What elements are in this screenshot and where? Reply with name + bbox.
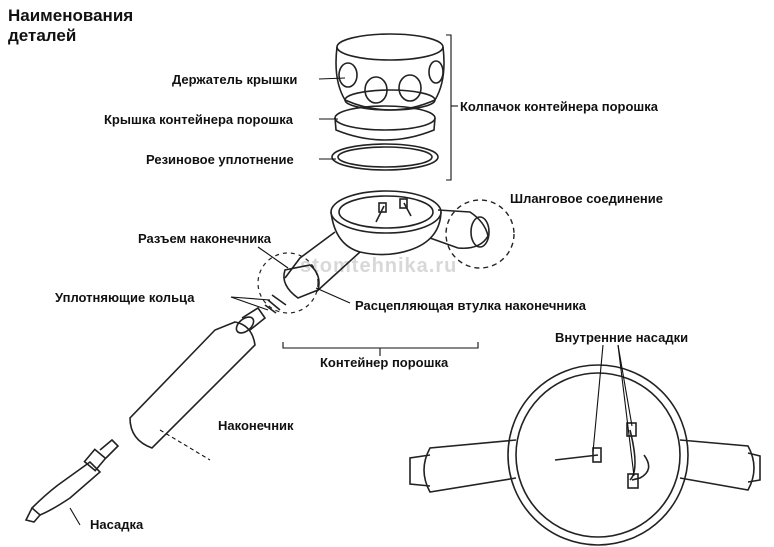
label-rubber-seal: Резиновое уплотнение (146, 152, 294, 167)
label-nozzle: Насадка (90, 517, 144, 532)
label-cap-holder: Держатель крышки (172, 72, 298, 87)
handpiece-shape (129, 306, 267, 449)
label-sealing-rings: Уплотняющие кольца (55, 290, 195, 305)
label-powder-container: Контейнер порошка (320, 355, 449, 370)
nozzle-shape (24, 438, 120, 523)
label-hose-connection: Шланговое соединение (510, 191, 663, 206)
rubber-seal-shape (331, 143, 439, 171)
label-container-lid: Крышка контейнера порошка (104, 112, 293, 127)
label-handpiece: Наконечник (218, 418, 294, 433)
label-internal-nozzles: Внутренние насадки (555, 330, 689, 345)
label-handpiece-connector: Разъем наконечника (138, 231, 272, 246)
container-lid-shape (334, 105, 436, 141)
label-release-sleeve: Расцепляющая втулка наконечника (355, 298, 586, 313)
diagram-title: Наименования деталей (8, 6, 134, 45)
label-container-cap: Колпачок контейнера порошка (460, 99, 659, 114)
powder-container-body (264, 190, 490, 314)
container-top-view (409, 364, 761, 546)
cap-holder-ring (335, 33, 445, 111)
